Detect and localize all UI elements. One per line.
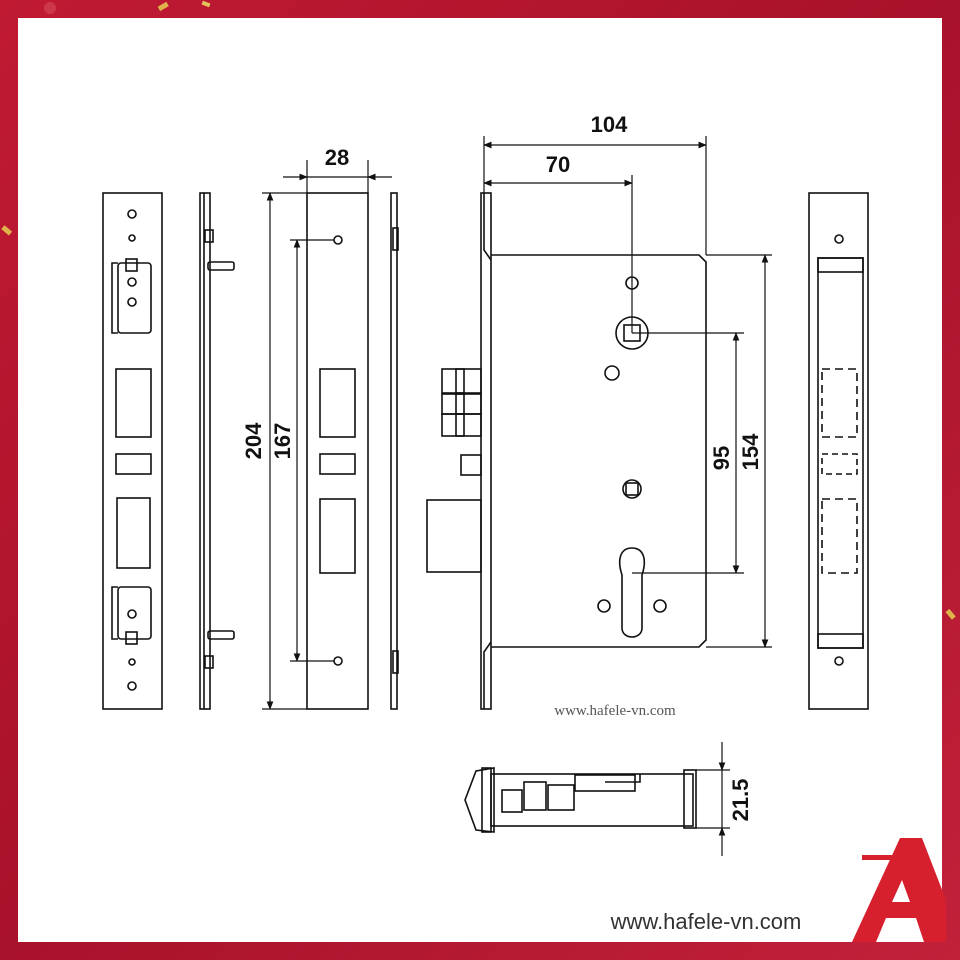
faceplate-side-view bbox=[199, 192, 235, 710]
faceplate-back-view bbox=[808, 192, 869, 710]
confetti-decoration bbox=[1, 0, 956, 620]
dim-backset: 70 bbox=[546, 152, 570, 177]
watermark-inner: www.hafele-vn.com bbox=[554, 703, 676, 719]
hafele-a-logo-icon bbox=[852, 838, 946, 942]
dim-faceplate-width: 28 bbox=[325, 145, 349, 170]
lock-body-main-view bbox=[426, 192, 707, 710]
dim-thickness: 21.5 bbox=[728, 779, 753, 822]
dim-backset-total: 104 bbox=[591, 112, 628, 137]
dim-screw-spacing: 167 bbox=[270, 423, 295, 460]
watermark-footer: www.hafele-vn.com bbox=[610, 909, 802, 934]
strike-plate-view bbox=[306, 192, 399, 710]
lock-top-view bbox=[464, 767, 697, 833]
dim-center-distance: 95 bbox=[709, 446, 734, 470]
faceplate-front-view bbox=[102, 192, 163, 710]
dim-case-height: 154 bbox=[738, 433, 763, 470]
drawing-canvas bbox=[18, 18, 942, 942]
dim-faceplate-length: 204 bbox=[241, 422, 266, 459]
